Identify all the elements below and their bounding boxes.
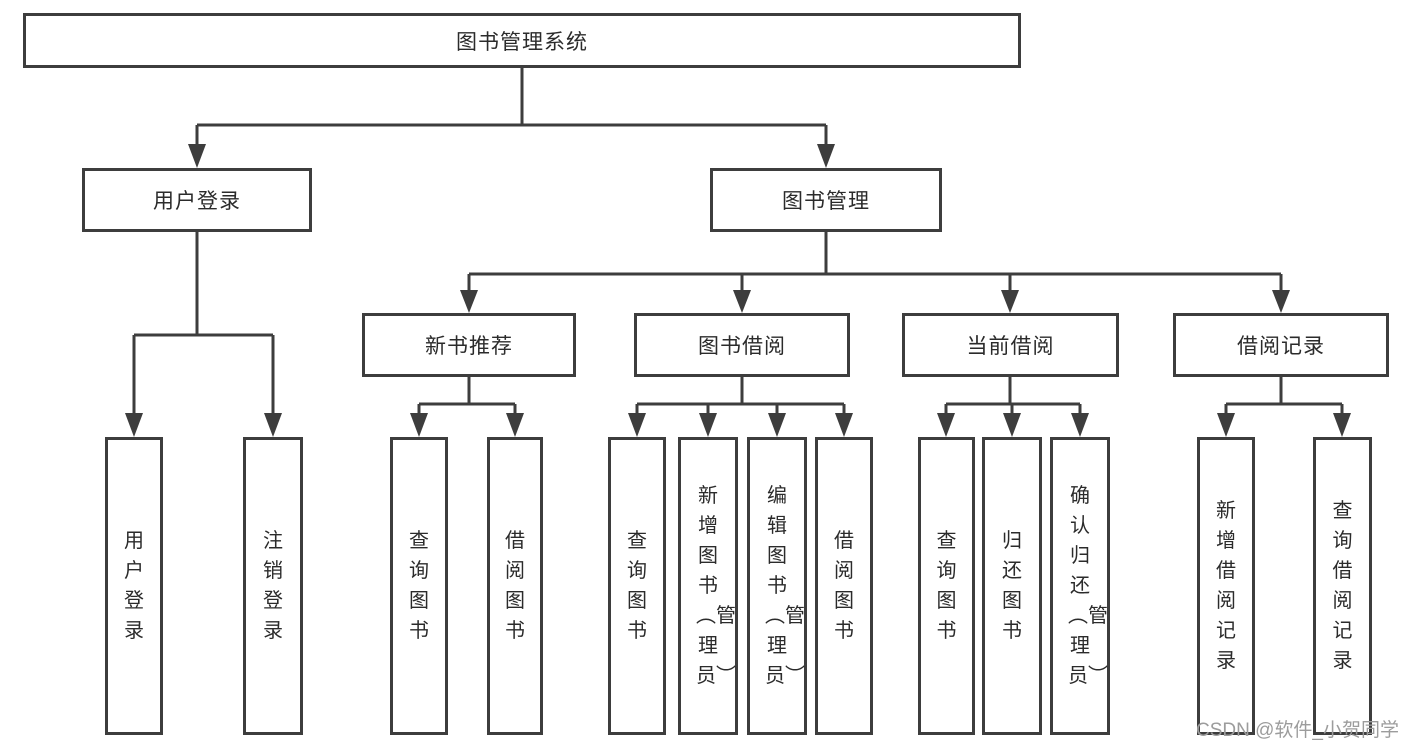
node-label: 借阅记录	[1237, 335, 1325, 358]
node-label: 当前借阅	[966, 335, 1055, 358]
node-label: 图书管理系统	[456, 30, 588, 54]
connector-userlogin-to-leaves	[132, 232, 275, 416]
node-new-book-recommendation: 新书推荐	[362, 313, 576, 377]
leaf-label: 查询图书	[409, 530, 429, 642]
node-label: 图书借阅	[698, 335, 786, 358]
leaf-borrow-books: 借阅图书	[815, 437, 873, 735]
node-label: 用户登录	[153, 190, 241, 213]
leaf-query-borrow-record: 查询借阅记录	[1313, 437, 1372, 735]
leaf-add-books-admin: 新增图书︵管理员︶	[678, 437, 738, 735]
node-library-management-system: 图书管理系统	[23, 13, 1021, 68]
leaf-query-books-current: 查询图书	[918, 437, 975, 735]
leaf-label: 新增借阅记录	[1216, 500, 1236, 672]
leaf-label: 新增图书︵管理员︶	[696, 485, 736, 687]
node-current-borrowing: 当前借阅	[902, 313, 1119, 377]
leaf-add-borrow-record: 新增借阅记录	[1197, 437, 1255, 735]
leaf-label: 借阅图书	[505, 530, 525, 642]
node-book-management: 图书管理	[710, 168, 942, 232]
leaf-label: 确认归还︵管理员︶	[1068, 485, 1108, 687]
leaf-return-books: 归还图书	[982, 437, 1042, 735]
node-label: 图书管理	[782, 190, 870, 213]
leaf-confirm-return-admin: 确认归还︵管理员︶	[1050, 437, 1110, 735]
node-borrowing-records: 借阅记录	[1173, 313, 1389, 377]
leaf-label: 归还图书	[1002, 530, 1022, 642]
connector-bookmgmt-to-level3	[467, 232, 1283, 292]
leaf-query-books-recommend: 查询图书	[390, 437, 448, 735]
leaf-label: 用户登录	[124, 530, 144, 642]
csdn-watermark: CSDN @软件_小贺同学	[1196, 720, 1399, 741]
leaf-user-login: 用户登录	[105, 437, 163, 735]
connector-records-to-leaves	[1224, 377, 1344, 416]
node-book-borrowing: 图书借阅	[634, 313, 850, 377]
leaf-label: 查询图书	[627, 530, 647, 642]
arrowhead-icons	[125, 144, 1351, 437]
leaf-logout: 注销登录	[243, 437, 303, 735]
leaf-label: 借阅图书	[834, 530, 854, 642]
node-label: 新书推荐	[425, 335, 513, 358]
leaf-query-books-borrow: 查询图书	[608, 437, 666, 735]
connector-newbook-to-leaves	[417, 377, 517, 416]
connector-current-to-leaves	[944, 377, 1082, 416]
leaf-label: 查询借阅记录	[1332, 500, 1353, 672]
leaf-label: 注销登录	[263, 530, 283, 642]
node-user-login: 用户登录	[82, 168, 312, 232]
connector-root-to-level2	[195, 68, 828, 146]
leaf-label: 查询图书	[936, 530, 957, 642]
connector-borrow-to-leaves	[635, 377, 846, 416]
leaf-borrow-books-recommend: 借阅图书	[487, 437, 543, 735]
leaf-edit-books-admin: 编辑图书︵管理员︶	[747, 437, 807, 735]
leaf-label: 编辑图书︵管理员︶	[765, 485, 805, 687]
